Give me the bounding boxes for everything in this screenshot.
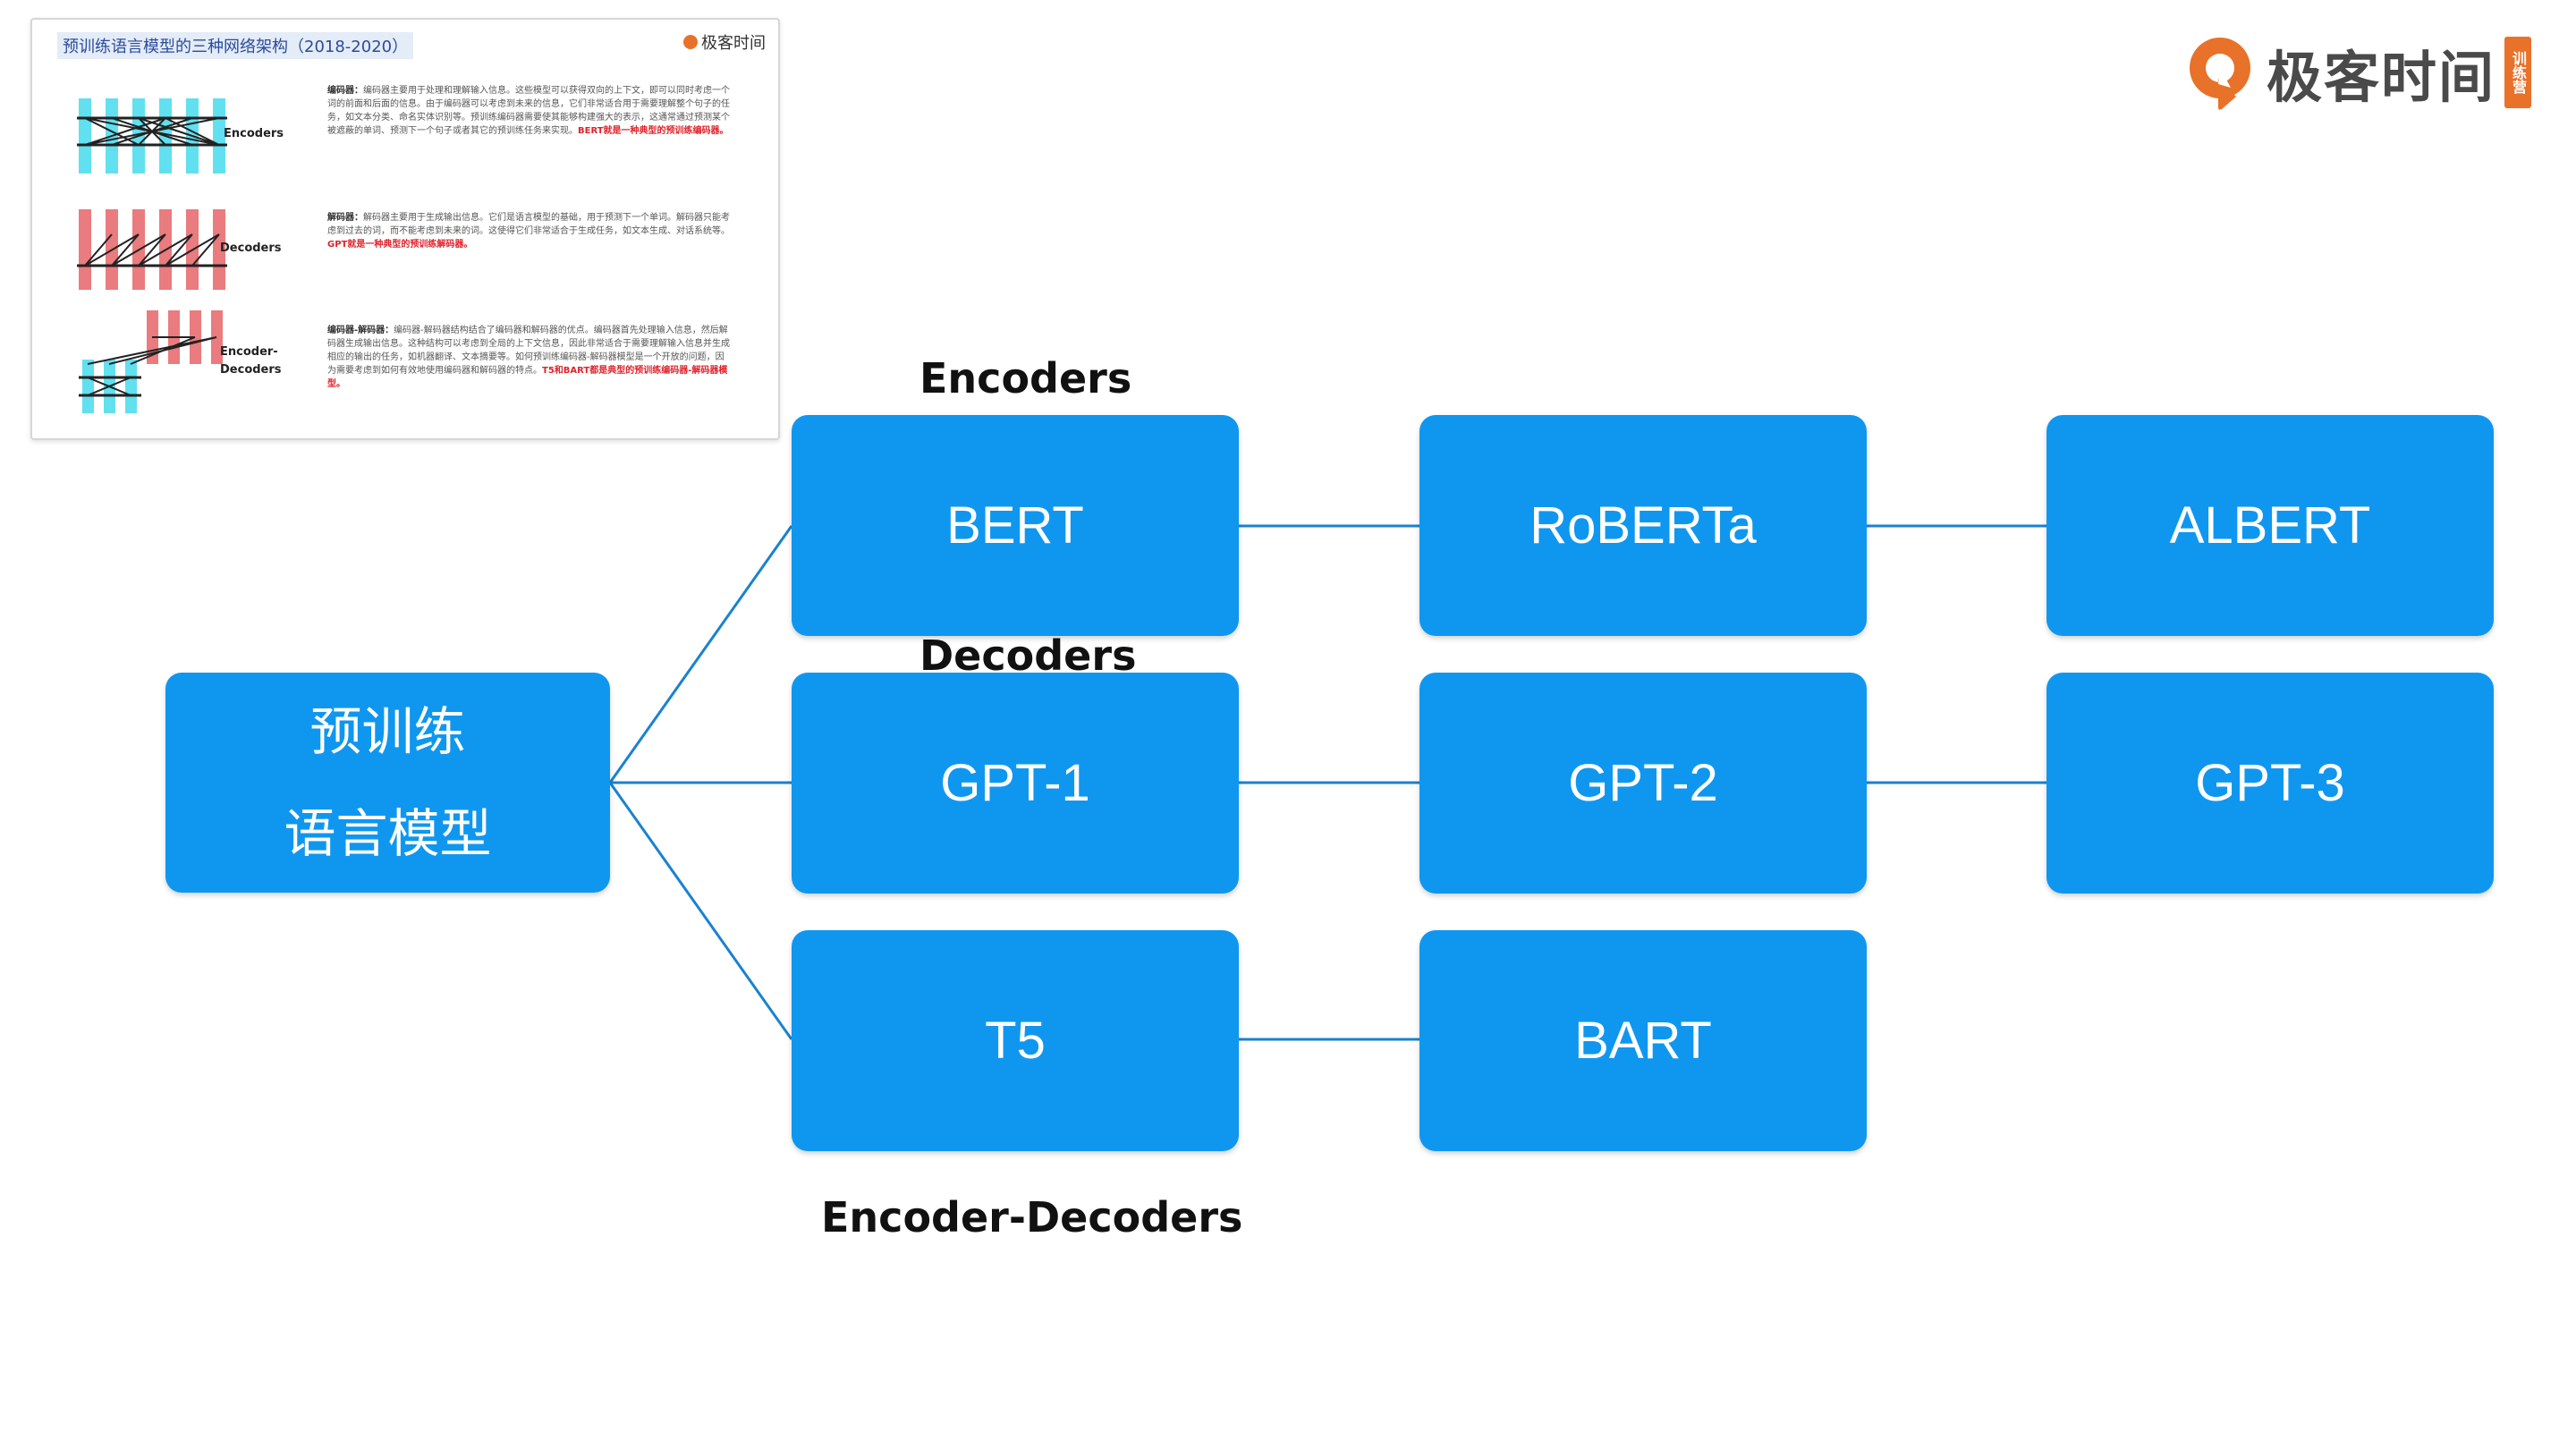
node-gpt-3[interactable]: GPT-3 <box>2046 673 2494 894</box>
thumbnail-desc-decoders: 解码器：解码器主要用于生成输出信息。它们是语言模型的基础，用于预测下一个单词。解… <box>327 213 730 250</box>
node-t5[interactable]: T5 <box>792 930 1239 1151</box>
edge-root-bert <box>608 525 793 784</box>
thumbnail-label-encoders: Encoders <box>224 127 284 140</box>
node-bart[interactable]: BART <box>1419 930 1867 1151</box>
thumbnail-logo-text: 极客时间 <box>701 34 766 53</box>
group-label-encoder-decoders: Encoder-Decoders <box>821 1193 1243 1241</box>
node-gpt-2[interactable]: GPT-2 <box>1419 673 1867 894</box>
encoders-illustration <box>77 98 227 174</box>
brand-tag: 训练营 <box>2504 37 2532 108</box>
encoder-decoders-illustration <box>79 310 223 413</box>
node-albert[interactable]: ALBERT <box>2046 415 2494 636</box>
thumbnail-label-encoder-decoders: Encoder-Decoders <box>220 345 282 377</box>
group-label-decoders: Decoders <box>919 631 1137 680</box>
thumbnail-slide[interactable]: 预训练语言模型的三种网络架构（2018-2020） 极客时间 <box>30 18 780 440</box>
node-roberta[interactable]: RoBERTa <box>1419 415 1867 636</box>
brand-name: 极客时间 <box>2267 45 2496 110</box>
node-bert[interactable]: BERT <box>792 415 1239 636</box>
thumbnail-label-decoders: Decoders <box>220 242 282 255</box>
thumbnail-desc-encoder-decoders: 编码器-解码器：编码器-解码器结构结合了编码器和解码器的优点。编码器首先处理输入… <box>327 326 730 389</box>
root-node-line2: 语言模型 <box>284 803 492 864</box>
logo-icon <box>683 35 698 49</box>
decoders-illustration <box>77 209 227 290</box>
node-gpt-1[interactable]: GPT-1 <box>792 673 1239 894</box>
root-node-line1: 预训练 <box>309 701 466 762</box>
edge-root-t5 <box>608 782 793 1040</box>
brand-logo: 极客时间 训练营 <box>2182 32 2532 113</box>
thumbnail-desc-encoders: 编码器：编码器主要用于处理和理解输入信息。这些模型可以获得双向的上下文，即可以同… <box>327 86 730 136</box>
architecture-illustrations <box>77 98 227 413</box>
brand-logo-icon <box>2190 38 2250 110</box>
thumbnail-logo: 极客时间 <box>683 30 766 54</box>
thumbnail-title: 预训练语言模型的三种网络架构（2018-2020） <box>57 32 414 59</box>
group-label-encoders: Encoders <box>919 354 1132 402</box>
root-node[interactable]: 预训练 语言模型 <box>165 673 610 893</box>
